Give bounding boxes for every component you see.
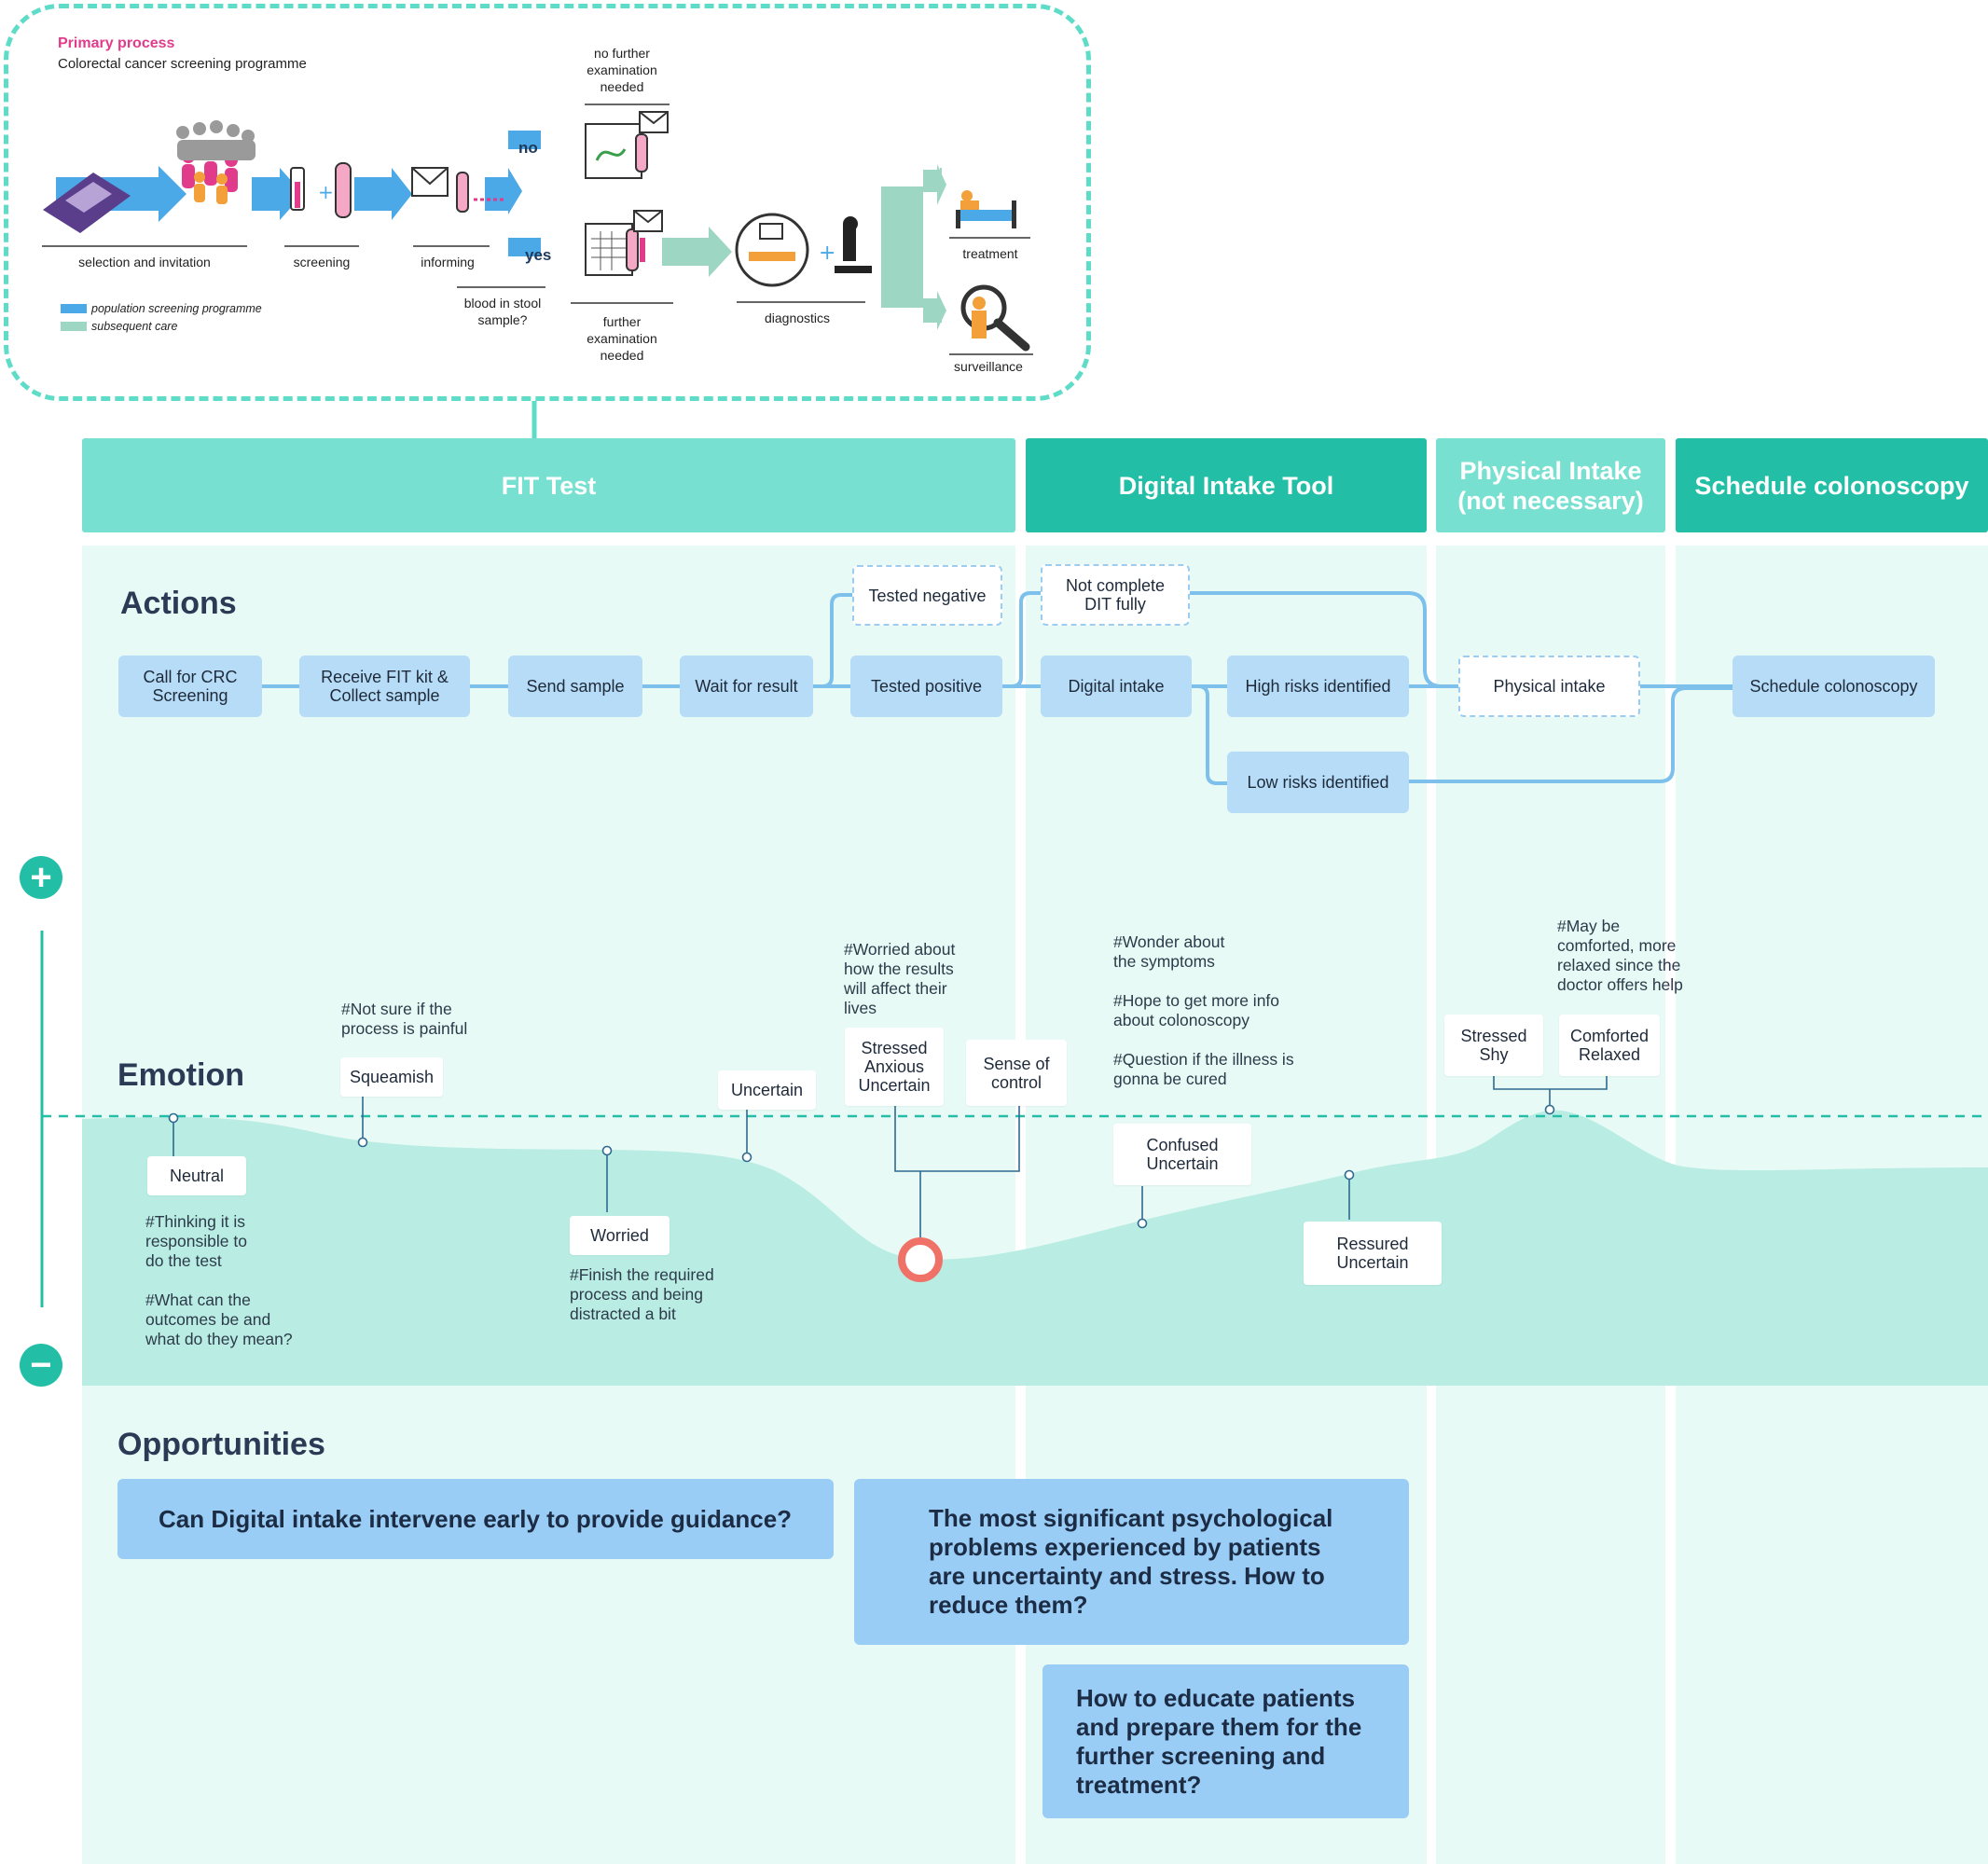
action-label: Tested negative	[868, 586, 987, 605]
minus-icon: −	[20, 1344, 62, 1387]
emotion-label: Squeamish	[349, 1068, 435, 1086]
primary-process-title: Primary process	[58, 35, 175, 51]
step-blood-question: blood in stool sample?	[463, 296, 542, 327]
phase-label: FIT Test	[501, 471, 597, 500]
note-squeamish: #Not sure if the process is painful	[341, 1000, 468, 1038]
step-surveillance: surveillance	[954, 359, 1023, 374]
opportunity-card: The most significant psychological probl…	[854, 1479, 1409, 1645]
phase-label: Schedule colonoscopy	[1694, 471, 1969, 500]
emotion-uncertain: Uncertain	[718, 1070, 816, 1110]
opportunity-card: Can Digital intake intervene early to pr…	[117, 1479, 834, 1559]
emotion-confused: Confused Uncertain	[1113, 1124, 1251, 1185]
phase-digital-intake-tool[interactable]: Digital Intake Tool	[1026, 438, 1427, 532]
step-further: further examination needed	[587, 314, 657, 363]
phase-label: Physical Intake (not necessary)	[1457, 456, 1644, 515]
emotion-squeamish: Squeamish	[340, 1057, 443, 1097]
emotion-comforted: Comforted Relaxed	[1559, 1015, 1660, 1076]
phase-fit-test[interactable]: FIT Test	[82, 438, 1015, 532]
phase-label: Digital Intake Tool	[1118, 471, 1334, 500]
primary-process-illustration: + +	[42, 104, 1033, 355]
step-selection: selection and invitation	[78, 255, 211, 269]
emotion-label: Worried	[590, 1226, 649, 1245]
action-label: Low risks identified	[1247, 773, 1389, 792]
step-screening: screening	[293, 255, 351, 269]
actions-title: Actions	[120, 586, 237, 621]
legend-subsequent: subsequent care	[91, 320, 178, 333]
action-wait-for-result[interactable]: Wait for result	[680, 656, 813, 717]
note-stressed: #Worried about how the results will affe…	[844, 940, 956, 1017]
emotion-stressed-anxious: Stressed Anxious Uncertain	[845, 1028, 944, 1106]
emotion-label: Confused Uncertain	[1146, 1136, 1219, 1173]
action-digital-intake[interactable]: Digital intake	[1041, 656, 1192, 717]
action-not-complete-dit[interactable]: Not complete DIT fully	[1041, 564, 1190, 626]
emotion-label: Stressed Shy	[1460, 1027, 1527, 1064]
action-physical-intake[interactable]: Physical intake	[1458, 656, 1640, 717]
opportunity-text: How to educate patients and prepare them…	[1076, 1683, 1362, 1799]
action-label: Tested positive	[870, 677, 983, 696]
emotion-label: Sense of control	[983, 1054, 1050, 1092]
phase-schedule-colonoscopy[interactable]: Schedule colonoscopy	[1676, 438, 1988, 532]
action-label: Wait for result	[695, 677, 798, 696]
note-digital-intake: #Wonder about the symptoms #Hope to get …	[1113, 932, 1294, 1088]
step-informing: informing	[421, 255, 475, 269]
emotion-label: Uncertain	[730, 1081, 804, 1099]
opportunities-title: Opportunities	[117, 1427, 325, 1462]
action-receive-kit[interactable]: Receive FIT kit & Collect sample	[299, 656, 470, 717]
svg-text:+: +	[318, 181, 334, 203]
emotion-stressed-shy: Stressed Shy	[1444, 1015, 1543, 1076]
legend-population: population screening programme	[91, 302, 262, 315]
emotion-neutral: Neutral	[147, 1156, 246, 1195]
phase-physical-intake[interactable]: Physical Intake (not necessary)	[1436, 438, 1665, 532]
note-worried: #Finish the required process and being d…	[570, 1265, 714, 1323]
note-neutral: #Thinking it is responsible to do the te…	[145, 1212, 293, 1348]
plus-icon: +	[20, 856, 62, 899]
action-flow-lines	[262, 591, 1733, 785]
action-label: Digital intake	[1068, 677, 1165, 696]
note-physical-intake: #May be comforted, more relaxed since th…	[1557, 917, 1683, 994]
lowest-point-marker	[898, 1237, 943, 1282]
action-label: Schedule colonoscopy	[1749, 677, 1918, 696]
action-label: Call for CRC Screening	[143, 668, 238, 705]
opportunity-text: Can Digital intake intervene early to pr…	[159, 1504, 793, 1533]
emotion-label: Stressed Anxious Uncertain	[858, 1039, 931, 1095]
action-send-sample[interactable]: Send sample	[508, 656, 642, 717]
action-label: Not complete DIT fully	[1065, 576, 1166, 614]
step-no-further: no further examination needed	[587, 46, 657, 94]
opportunity-text: The most significant psychological probl…	[929, 1504, 1333, 1619]
action-label: High risks identified	[1245, 677, 1391, 696]
emotion-sense-of-control: Sense of control	[966, 1040, 1067, 1106]
step-treatment: treatment	[962, 246, 1018, 261]
primary-process-subtitle: Colorectal cancer screening programme	[58, 56, 307, 72]
action-label: Receive FIT kit & Collect sample	[321, 668, 449, 705]
emotion-title: Emotion	[117, 1057, 244, 1093]
emotion-ressured: Ressured Uncertain	[1304, 1222, 1442, 1285]
action-call-for-screening[interactable]: Call for CRC Screening	[118, 656, 262, 717]
svg-text:+: +	[819, 242, 835, 265]
action-schedule-colonoscopy[interactable]: Schedule colonoscopy	[1733, 656, 1935, 717]
emotion-label: Ressured Uncertain	[1336, 1235, 1409, 1272]
action-high-risks[interactable]: High risks identified	[1227, 656, 1409, 717]
action-label: Physical intake	[1493, 677, 1606, 696]
branch-no: no	[518, 139, 538, 157]
step-diagnostics: diagnostics	[764, 311, 831, 325]
action-tested-positive[interactable]: Tested positive	[850, 656, 1002, 717]
action-label: Send sample	[526, 677, 625, 696]
emotion-label: Comforted Relaxed	[1569, 1027, 1650, 1064]
emotion-label: Neutral	[169, 1167, 225, 1185]
action-low-risks[interactable]: Low risks identified	[1227, 752, 1409, 813]
emotion-worried: Worried	[570, 1216, 670, 1255]
action-tested-negative[interactable]: Tested negative	[852, 565, 1002, 626]
branch-yes: yes	[525, 246, 552, 264]
opportunity-card: How to educate patients and prepare them…	[1042, 1664, 1409, 1818]
